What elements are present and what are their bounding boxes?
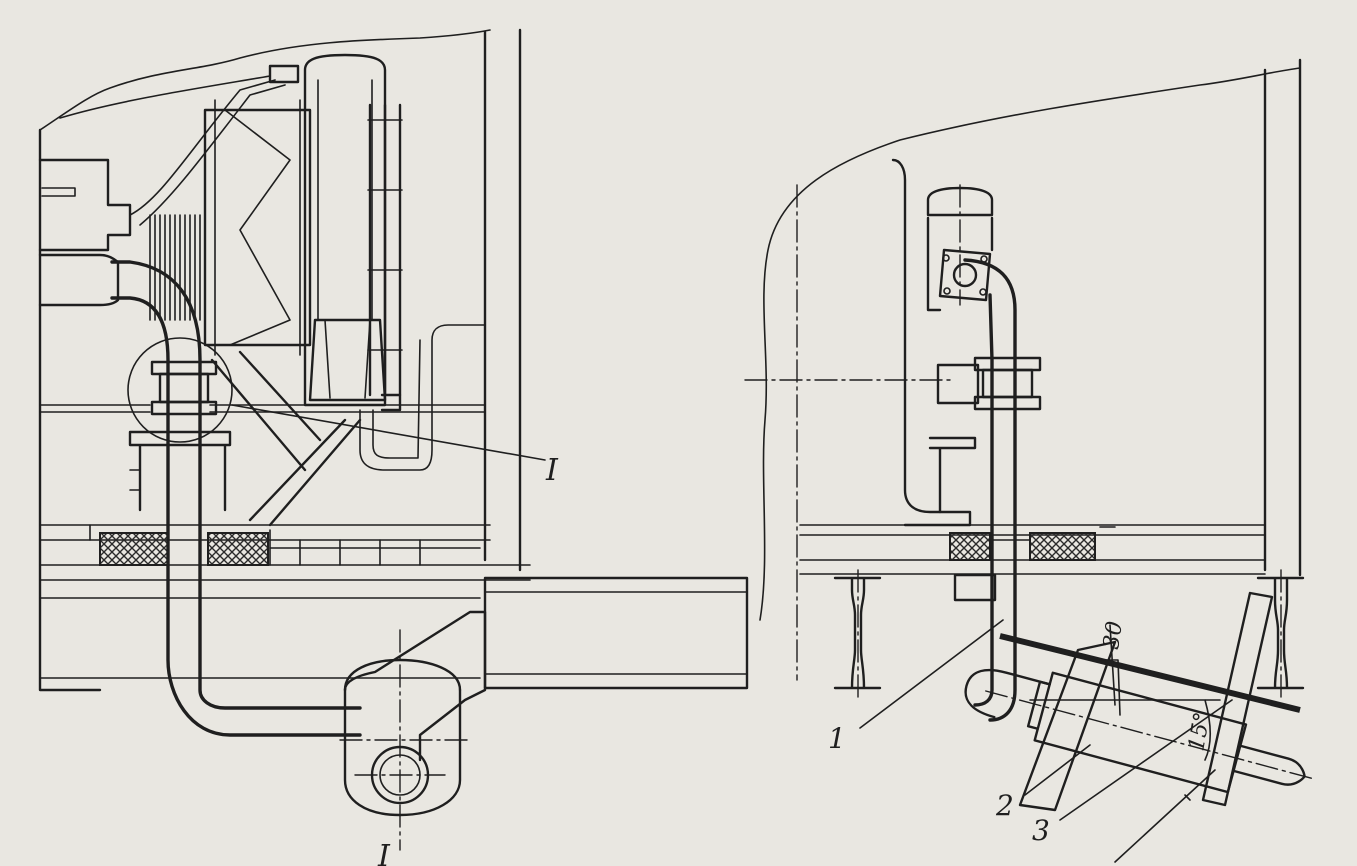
right-outer-wall: [1263, 58, 1302, 577]
leader-4: [1114, 769, 1216, 863]
right-insulation-1: [949, 532, 991, 561]
right-exhaust-pipe: [963, 258, 1017, 722]
hose-clamp: [268, 64, 300, 84]
right-view: 30 15° 1 2 3: [744, 58, 1315, 863]
muffler-hanger-right: [1201, 591, 1274, 807]
part-label-1: 1: [828, 722, 846, 755]
part-label-2: 2: [995, 789, 1014, 822]
right-flange-lower: [973, 395, 1042, 411]
right-insulation-2: [1029, 532, 1096, 561]
right-square-flange: [938, 248, 992, 302]
left-frame-beam: [483, 576, 749, 690]
left-view: I I: [38, 28, 749, 866]
leader-2: [1024, 744, 1091, 796]
detail-I-label: I: [545, 453, 559, 488]
pipe-flange-lower: [150, 400, 218, 416]
left-muffler: [339, 610, 487, 851]
left-structure-lines: [39, 404, 486, 413]
detail-I-circle: [127, 337, 233, 443]
right-top-fitting: [926, 186, 994, 217]
frame-bracket: [128, 430, 232, 512]
dimension-30: [1099, 624, 1121, 716]
left-exhaust-pipe: [110, 260, 362, 710]
detail-I-leader: [231, 404, 546, 461]
muffler-hanger-left: [1018, 640, 1117, 812]
dimension-30-label: 30: [1099, 620, 1128, 651]
leader-3: [1059, 699, 1233, 821]
radiator-lower-pipe: [359, 324, 486, 471]
detail-I-bottom-label: I: [377, 839, 391, 866]
leader-1: [859, 619, 1004, 729]
coolant-hose: [129, 79, 286, 226]
engine-block: [38, 158, 132, 252]
dimension-angle-label: 15°: [1184, 710, 1215, 753]
brace-strut: [210, 350, 362, 527]
radiator: [149, 53, 403, 412]
part-label-3: 3: [1032, 814, 1050, 847]
support-rod: [999, 633, 1301, 713]
right-inner-panel: [891, 158, 972, 527]
left-outer-wall: [38, 128, 102, 692]
dimension-angle: [1029, 699, 1221, 761]
left-main-wall: [483, 28, 522, 572]
pipe-flange-upper: [150, 360, 218, 376]
left-insulation-1: [99, 532, 169, 566]
exhaust-manifold: [38, 253, 120, 307]
left-plank-lines: [269, 539, 481, 566]
left-break-line: [39, 29, 491, 131]
left-insulation-2: [207, 532, 269, 566]
right-shelf: [928, 436, 977, 514]
right-break-line: [759, 67, 1301, 621]
right-flange-upper: [973, 356, 1042, 372]
right-muffler: [964, 669, 1315, 794]
